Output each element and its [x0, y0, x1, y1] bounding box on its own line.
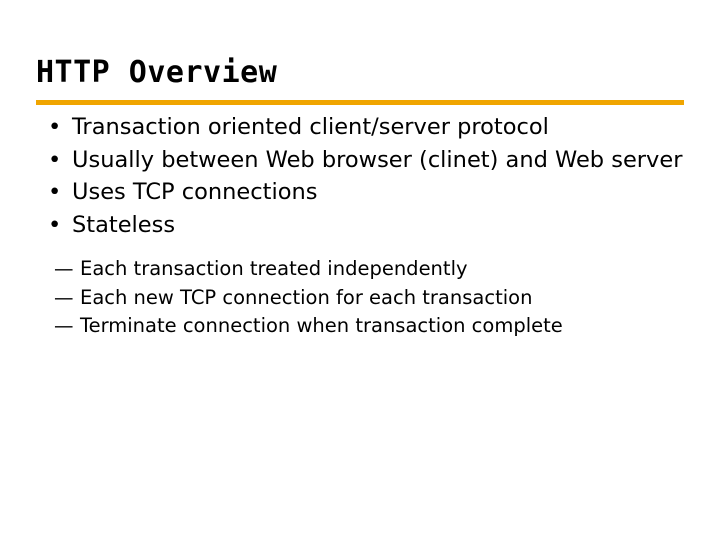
- title-underline-rule: [36, 100, 684, 105]
- list-item: — Terminate connection when transaction …: [36, 312, 696, 340]
- slide-body: • Transaction oriented client/server pro…: [36, 112, 696, 341]
- list-item-label: Terminate connection when transaction co…: [80, 314, 563, 338]
- list-item-label: Each transaction treated independently: [80, 257, 468, 280]
- bullet-glyph-icon: •: [48, 146, 62, 173]
- bullet-glyph-icon: •: [48, 179, 62, 205]
- list-item: — Each transaction treated independently: [36, 255, 696, 283]
- page-title: HTTP Overview: [36, 55, 278, 90]
- list-item: • Usually between Web browser (clinet) a…: [36, 145, 696, 177]
- dash-bullet-icon: —: [54, 257, 74, 280]
- list-item: • Transaction oriented client/server pro…: [36, 112, 696, 144]
- list-item-label: Transaction oriented client/server proto…: [72, 114, 549, 140]
- sub-bullet-section: — Each transaction treated independently…: [36, 255, 696, 340]
- bullet-list-level1: • Transaction oriented client/server pro…: [36, 112, 696, 241]
- list-item: • Uses TCP connections: [36, 177, 696, 209]
- dash-bullet-icon: —: [54, 285, 74, 309]
- bullet-glyph-icon: •: [48, 114, 62, 140]
- list-item-label: Stateless: [72, 211, 176, 238]
- list-item: • Stateless: [36, 210, 696, 242]
- bullet-list-level2: — Each transaction treated independently…: [36, 255, 696, 340]
- list-item: — Each new TCP connection for each trans…: [36, 284, 696, 312]
- list-item-label: Each new TCP connection for each transac…: [80, 285, 533, 309]
- list-item-label: Uses TCP connections: [72, 179, 318, 205]
- bullet-glyph-icon: •: [48, 211, 62, 238]
- dash-bullet-icon: —: [54, 314, 74, 338]
- list-item-label: Usually between Web browser (clinet) and…: [72, 146, 683, 173]
